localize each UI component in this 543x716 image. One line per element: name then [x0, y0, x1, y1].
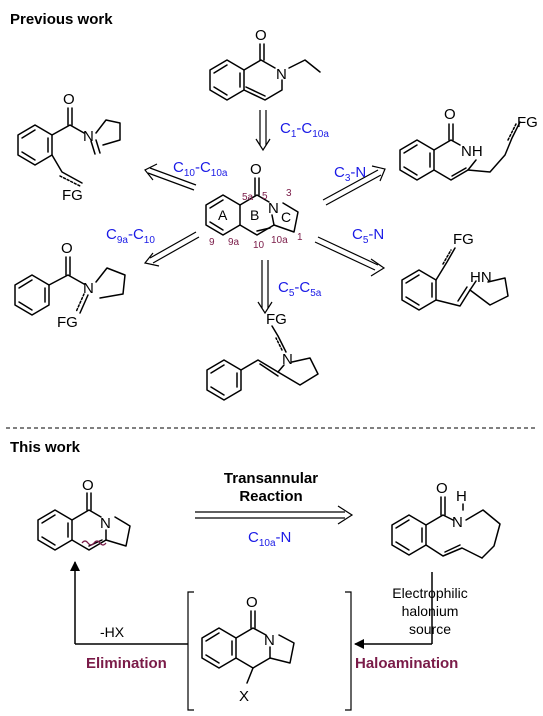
atom-h: H	[456, 488, 467, 505]
atom-fg: FG	[517, 114, 538, 131]
numbering-9a: 9a	[228, 237, 240, 248]
label-c9a-c10: C9a-C10	[106, 226, 155, 246]
molecule-top-right: O NH FG	[399, 106, 538, 181]
atom-o: O	[246, 594, 258, 611]
ring-label-b: B	[250, 207, 259, 223]
label-transannular: Transannular	[224, 470, 318, 487]
ring-label-c: C	[281, 209, 291, 225]
molecule-middle-left: O N FG	[14, 240, 126, 331]
arrow-c1-c10a	[255, 110, 271, 152]
arrow-transannular	[195, 505, 354, 525]
arrow-haloamination-path	[354, 572, 433, 649]
numbering-3: 3	[286, 188, 292, 199]
label-c5-n: C5-N	[352, 226, 384, 246]
arrow-c5-n	[314, 236, 386, 277]
atom-fg: FG	[57, 314, 78, 331]
numbering-10: 10	[253, 240, 265, 251]
label-c1-c10a: C1-C10a	[280, 120, 329, 140]
atom-n: N	[282, 351, 293, 368]
numbering-1: 1	[297, 232, 303, 243]
label-elimination: Elimination	[86, 655, 167, 672]
atom-n: N	[452, 514, 463, 531]
atom-fg: FG	[266, 311, 287, 328]
atom-n: N	[268, 200, 279, 217]
label-minus-hx: -HX	[100, 624, 125, 640]
numbering-5: 5	[262, 191, 268, 202]
molecule-top-left: O N FG	[17, 91, 121, 204]
atom-o: O	[63, 91, 75, 108]
atom-fg: FG	[453, 231, 474, 248]
arrow-elimination-path	[70, 561, 188, 645]
molecule-this-work-product: O N	[37, 477, 131, 551]
label-electrophilic: Electrophilic	[392, 585, 467, 601]
atom-n: N	[264, 632, 275, 649]
bracket-left	[187, 591, 194, 711]
atom-o: O	[250, 161, 262, 178]
ring-label-a: A	[218, 207, 228, 223]
label-c5-c5a: C5-C5a	[278, 279, 322, 299]
label-c10a-n: C10a-N	[248, 529, 291, 549]
label-c10-c10a: C10-C10a	[173, 159, 228, 179]
numbering-10a: 10a	[271, 235, 288, 246]
label-c3-n: C3-N	[334, 164, 366, 184]
atom-fg: FG	[62, 187, 83, 204]
atom-n: N	[100, 515, 111, 532]
heading-previous-work: Previous work	[10, 11, 113, 28]
label-reaction: Reaction	[239, 488, 302, 505]
molecule-center-core: O N A B C 5 5a 3 10a 1 9 9a 10	[205, 161, 303, 251]
numbering-9: 9	[209, 237, 215, 248]
atom-o: O	[61, 240, 73, 257]
atom-nh: NH	[461, 143, 483, 160]
molecule-bottom-benzylidene: FG N	[206, 311, 319, 401]
arrow-c10-c10a	[144, 163, 197, 191]
atom-hn: HN	[470, 269, 492, 286]
atom-x: X	[239, 688, 249, 705]
label-source: source	[409, 621, 451, 637]
atom-n: N	[83, 128, 94, 145]
molecule-this-work-macrocycle: O N H	[391, 480, 501, 559]
bracket-right	[345, 591, 352, 711]
atom-o: O	[82, 477, 94, 494]
label-haloamination: Haloamination	[355, 655, 458, 672]
molecule-top-isoquinolinone: O N	[209, 27, 321, 101]
molecule-intermediate-halide: O N X	[201, 594, 295, 705]
arrow-c9a-c10	[143, 231, 200, 267]
atom-n: N	[83, 280, 94, 297]
label-halonium: halonium	[402, 603, 459, 619]
arrow-c5-c5a	[257, 260, 273, 315]
atom-o: O	[255, 27, 267, 44]
heading-this-work: This work	[10, 439, 81, 456]
molecule-middle-right: FG HN	[401, 231, 509, 311]
atom-o: O	[436, 480, 448, 497]
atom-n: N	[276, 66, 287, 83]
numbering-5a: 5a	[242, 192, 254, 203]
atom-o: O	[444, 106, 456, 123]
arrow-c3-n	[322, 165, 386, 206]
